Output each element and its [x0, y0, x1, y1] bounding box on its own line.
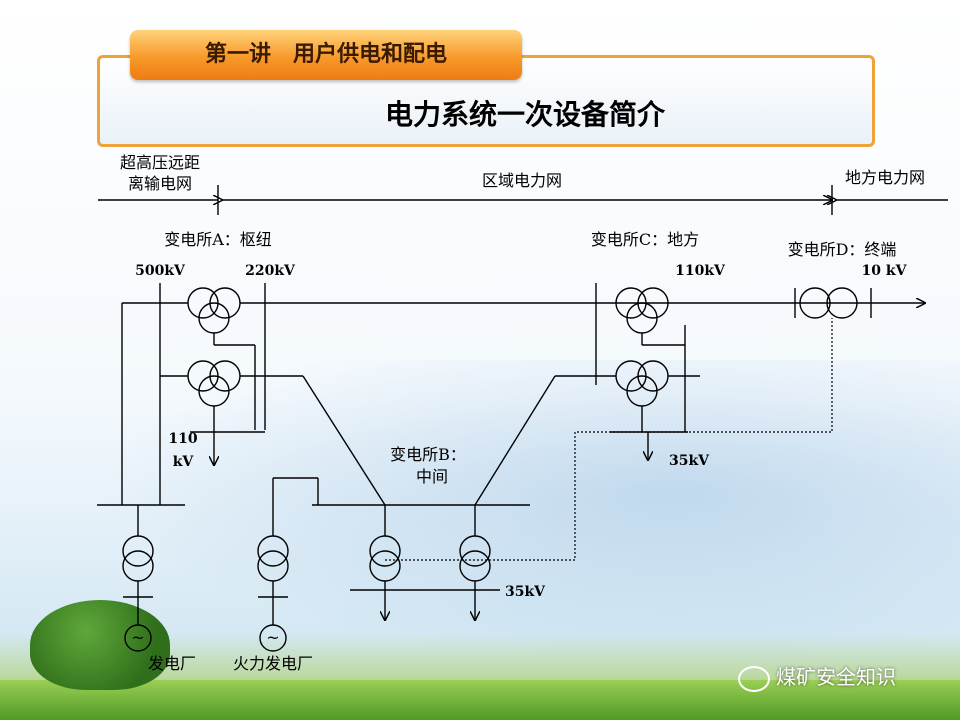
generator-thermal: [259, 624, 287, 652]
lecture-tab: [130, 30, 522, 80]
line-c-to-b: [474, 375, 556, 506]
transformer-thermal-coil: [257, 535, 289, 567]
voltage-10kv-label: 10 kV: [862, 263, 908, 279]
lecture-title: 第一讲 用户供电和配电: [204, 42, 447, 67]
transformer-hydro-coil: [122, 535, 154, 567]
voltage-35kv-c-label: 35kV: [669, 453, 710, 469]
generator-symbol: ~: [266, 628, 279, 647]
voltage-110kv-a-label: 110: [168, 431, 197, 447]
substation-c-label: 变电所C：地方: [591, 230, 699, 249]
tree-graphic: [30, 600, 170, 690]
substation-a-label: 变电所A：枢纽: [164, 230, 272, 249]
voltage-35kv-b-label: 35kV: [505, 584, 546, 600]
transformer-d-coil: [826, 287, 858, 319]
chat-bubble-icon: [738, 665, 770, 692]
transformer-b1-coil: [369, 535, 401, 567]
dotted-link-b-to-d: [385, 318, 833, 561]
voltage-110kv-a-label: kV: [173, 454, 195, 470]
zone-left-label: 超高压远距: [120, 153, 200, 172]
transformer-d-coil: [799, 287, 831, 319]
grass-strip: [0, 680, 960, 720]
zone-left-label: 离输电网: [128, 174, 192, 193]
substation-b-label: 变电所B：: [390, 445, 466, 464]
generator-hydro: [124, 624, 152, 652]
page-title: 电力系统一次设备简介: [384, 98, 665, 131]
voltage-500kv-label: 500kV: [135, 263, 186, 279]
substation-d-label: 变电所D：终端: [788, 240, 897, 259]
transformer-b2-coil: [459, 535, 491, 567]
substation-b-label: 中间: [416, 467, 448, 486]
zone-right-label: 地方电力网: [845, 168, 925, 187]
zone-middle-label: 区域电力网: [482, 171, 562, 190]
line-a-to-b: [302, 375, 386, 506]
voltage-220kv-label: 220kV: [245, 263, 296, 279]
generator-symbol: ~: [131, 628, 144, 647]
voltage-110kv-c-label: 110kV: [675, 263, 726, 279]
thermal-plant-label: 火力发电厂: [233, 654, 313, 673]
hydro-plant-label: 发电厂: [148, 654, 196, 673]
watermark: 煤矿安全知识: [738, 662, 896, 692]
watermark-text: 煤矿安全知识: [776, 665, 896, 689]
